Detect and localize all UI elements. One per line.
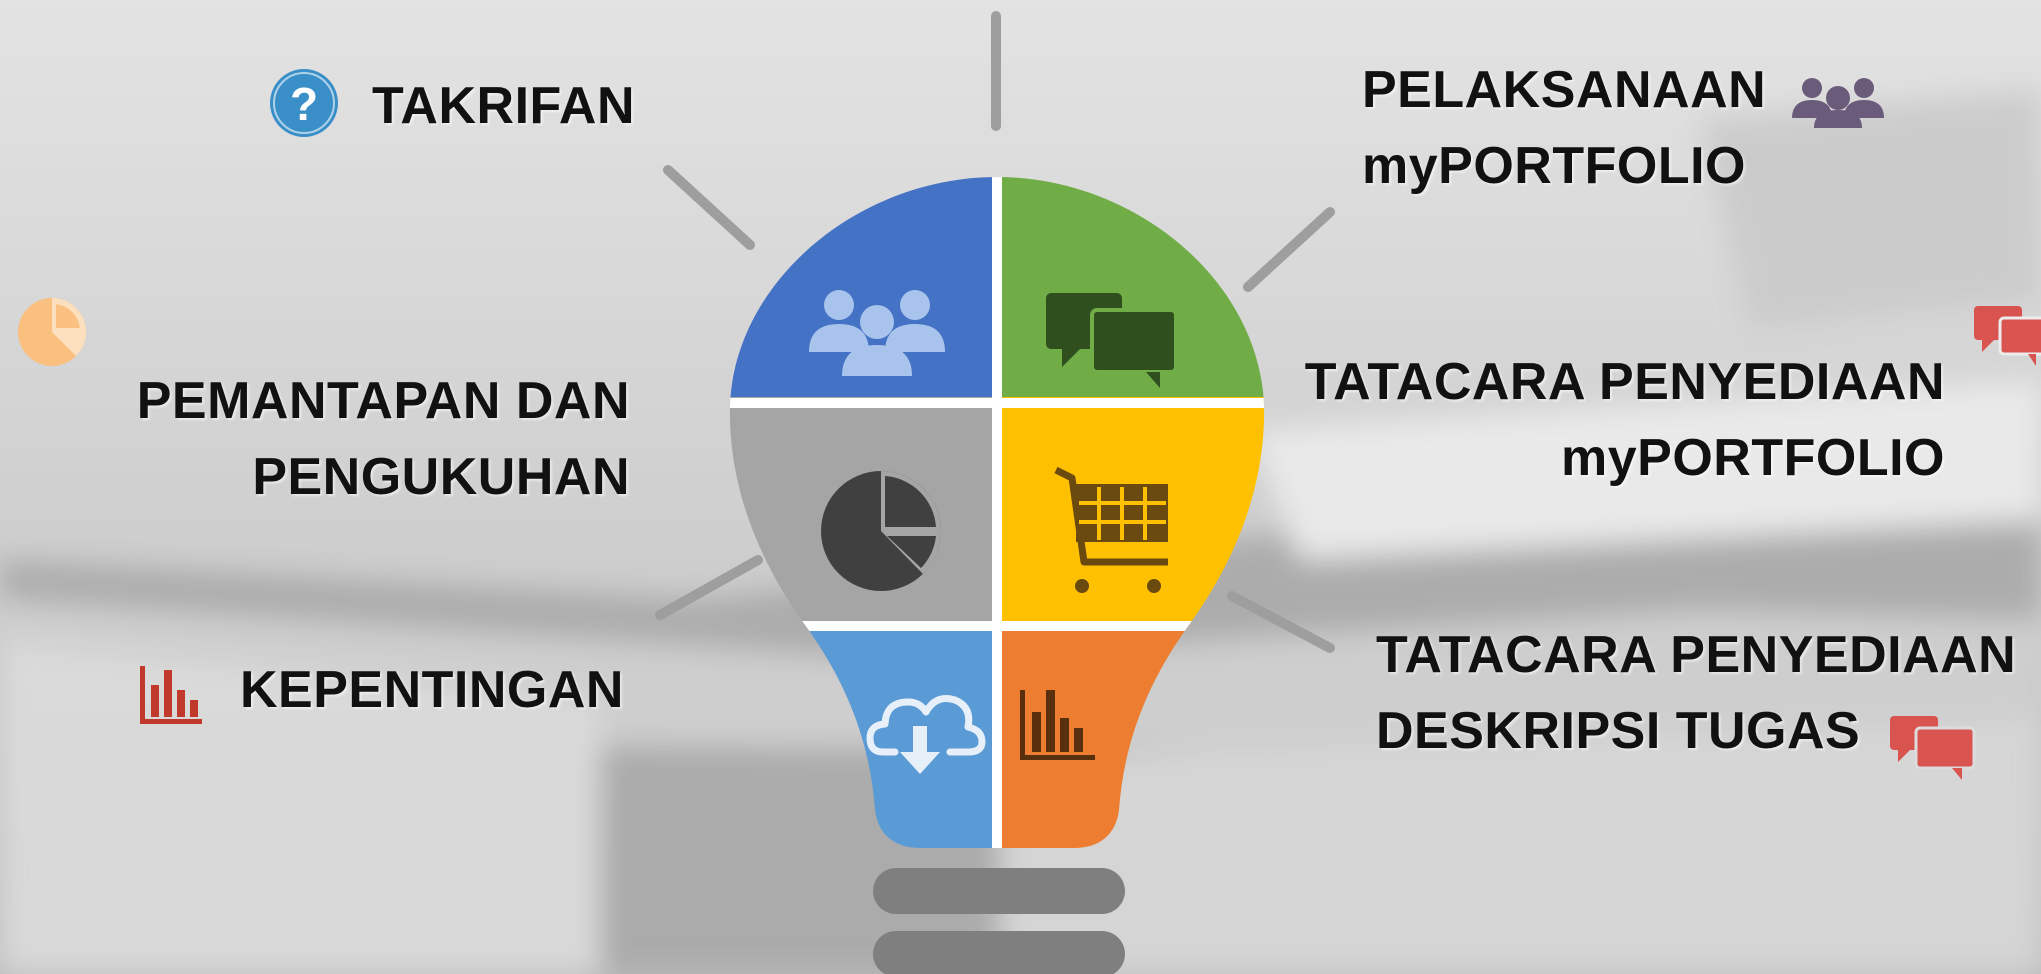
- label-kepentingan-text: KEPENTINGAN: [240, 661, 624, 719]
- bulb-base-ring-1: [873, 868, 1125, 914]
- speech-bubbles-icon: [1890, 716, 1976, 780]
- bulb-people-group-icon: [809, 290, 945, 376]
- bulb-shopping-cart-icon: [1054, 466, 1168, 593]
- label-pemantapan-line1: PEMANTAPAN DAN: [136, 372, 630, 430]
- bulb-segment-light-blue: [729, 625, 996, 848]
- ray-lower-right: [1227, 591, 1335, 653]
- label-pelaksanaan: PELAKSANAAN myPORTFOLIO: [1362, 52, 1766, 204]
- bulb-base-ring-2: [873, 931, 1125, 974]
- label-takrifan: TAKRIFAN: [372, 68, 635, 144]
- label-tatacara-portfolio-line2: myPORTFOLIO: [1561, 429, 1945, 487]
- label-kepentingan: KEPENTINGAN: [240, 652, 624, 728]
- bulb-speech-bubbles-icon: [1046, 293, 1178, 388]
- label-pelaksanaan-line2: myPORTFOLIO: [1362, 137, 1746, 195]
- bulb-bar-chart-icon: [1020, 690, 1095, 760]
- label-pemantapan: PEMANTAPAN DAN PENGUKUHAN: [100, 363, 630, 515]
- label-tatacara-portfolio-line1: TATACARA PENYEDIAAN: [1304, 353, 1945, 411]
- label-pelaksanaan-line1: PELAKSANAAN: [1362, 61, 1767, 119]
- people-group-icon: [1792, 78, 1884, 128]
- pie-chart-icon: [18, 298, 86, 366]
- label-pemantapan-line2: PENGUKUHAN: [252, 448, 630, 506]
- bulb-base: [873, 868, 1125, 974]
- label-tatacara-deskripsi-line1: TATACARA PENYEDIAAN: [1376, 626, 2017, 684]
- question-icon: ?: [270, 69, 338, 137]
- bulb-cloud-download-icon: [866, 695, 986, 774]
- bulb-pie-chart-icon: [821, 471, 942, 591]
- ray-lower-left: [655, 555, 763, 620]
- ray-upper-left: [663, 165, 755, 250]
- speech-bubbles-icon: [1974, 306, 2041, 366]
- label-tatacara-deskripsi: TATACARA PENYEDIAAN DESKRIPSI TUGAS: [1376, 617, 2016, 769]
- ray-upper-right: [1243, 207, 1335, 292]
- question-mark-text: ?: [290, 78, 318, 130]
- bulb-body: [729, 177, 1265, 848]
- bulb-rays: [655, 11, 1335, 653]
- label-tatacara-deskripsi-line2: DESKRIPSI TUGAS: [1376, 702, 1861, 760]
- bar-chart-icon: [140, 666, 202, 724]
- label-takrifan-text: TAKRIFAN: [372, 77, 636, 135]
- label-tatacara-portfolio: TATACARA PENYEDIAAN myPORTFOLIO: [1250, 344, 1945, 496]
